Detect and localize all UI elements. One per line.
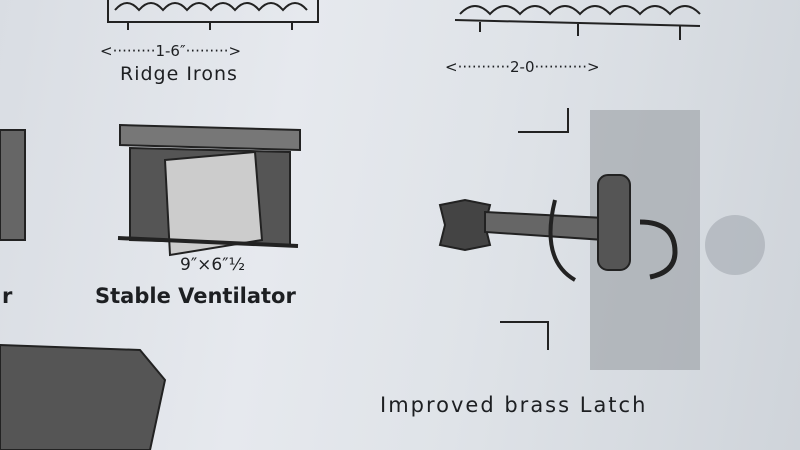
- ridge-iron-large-illustration: [454, 5, 701, 40]
- ventilator-dimension: 9″×6″½: [180, 255, 246, 275]
- ridge-irons-caption: Ridge Irons: [120, 63, 238, 85]
- ridge-irons-dimension: <·········1-6″·········>: [100, 42, 242, 60]
- ridge-iron-large-dimension: <···········2-0···········>: [445, 58, 600, 76]
- brass-latch-caption: Improved brass Latch: [380, 393, 648, 417]
- brass-latch-illustration: [438, 108, 765, 370]
- ventilator-caption: Stable Ventilator: [95, 284, 296, 308]
- left-partial-illustration: [0, 129, 167, 450]
- stable-ventilator-illustration: [117, 123, 301, 257]
- left-partial-caption: r: [2, 284, 14, 308]
- ridge-iron-small-illustration: [107, 0, 319, 30]
